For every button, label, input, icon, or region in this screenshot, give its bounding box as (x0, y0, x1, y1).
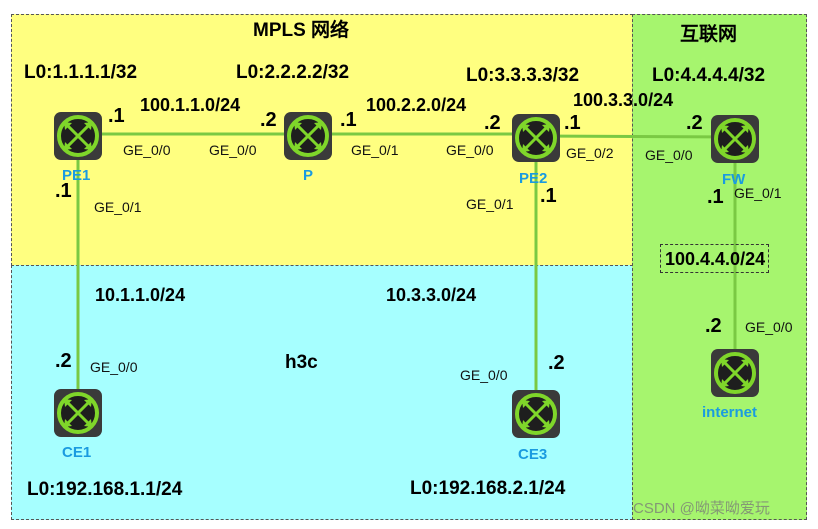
subnet-pe2-fw: 100.3.3.0/24 (573, 90, 674, 110)
fw-loopback: L0:4.4.4.4/32 (652, 65, 766, 86)
internet-zone-label: 互联网 (680, 24, 738, 45)
iface-internet-ge0-0: GE_0/0 (745, 319, 793, 335)
host-pe1-p-a: .1 (108, 105, 125, 127)
host-p-pe2-b: .2 (484, 112, 501, 134)
subnet-pe1-p: 100.1.1.0/24 (140, 95, 241, 115)
router-pe1-icon[interactable] (53, 111, 103, 161)
iface-fw-ge0-0: GE_0/0 (645, 147, 693, 163)
iface-pe2-ge0-2: GE_0/2 (566, 145, 614, 161)
p-name: P (303, 167, 314, 184)
subnet-pe1-ce1: 10.1.1.0/24 (95, 285, 186, 305)
iface-fw-ge0-1: GE_0/1 (734, 185, 782, 201)
customer-zone-label: h3c (285, 352, 318, 373)
ce1-loopback: L0:192.168.1.1/24 (27, 479, 183, 500)
internet-zone (632, 14, 807, 520)
router-p-icon[interactable] (283, 111, 333, 161)
pe1-name: PE1 (62, 167, 91, 184)
pe2-name: PE2 (519, 170, 548, 187)
host-pe1-ce1-a: .1 (55, 180, 72, 202)
iface-pe1-ge0-0: GE_0/0 (123, 142, 171, 158)
host-fw-internet-b: .2 (705, 315, 722, 337)
link-pe2-fw (535, 134, 736, 139)
host-pe2-ce3-b: .2 (548, 352, 565, 374)
ce3-name: CE3 (518, 446, 548, 463)
router-ce1-icon[interactable] (53, 388, 103, 438)
host-fw-internet-a: .1 (707, 186, 724, 208)
subnet-fw-internet: 100.4.4.0/24 (660, 244, 770, 273)
ce1-name: CE1 (62, 444, 92, 461)
pe1-loopback: L0:1.1.1.1/32 (24, 62, 138, 83)
host-pe2-fw-b: .2 (686, 112, 703, 134)
iface-ce1-ge0-0: GE_0/0 (90, 359, 138, 375)
ce3-loopback: L0:192.168.2.1/24 (410, 478, 566, 499)
router-ce3-icon[interactable] (511, 389, 561, 439)
pe2-loopback: L0:3.3.3.3/32 (466, 65, 580, 86)
subnet-p-pe2: 100.2.2.0/24 (366, 95, 467, 115)
iface-pe2-ge0-1: GE_0/1 (466, 196, 514, 212)
iface-ce3-ge0-0: GE_0/0 (460, 367, 508, 383)
host-pe2-fw-a: .1 (564, 112, 581, 134)
internet-name: internet (702, 404, 758, 421)
router-internet-icon[interactable] (710, 348, 760, 398)
subnet-pe2-ce3: 10.3.3.0/24 (386, 285, 477, 305)
iface-pe1-ge0-1: GE_0/1 (94, 199, 142, 215)
fw-name: FW (722, 171, 746, 188)
firewall-fw-icon[interactable] (710, 114, 760, 164)
iface-pe2-ge0-0: GE_0/0 (446, 142, 494, 158)
iface-p-ge0-1: GE_0/1 (351, 142, 399, 158)
iface-p-ge0-0: GE_0/0 (209, 142, 257, 158)
host-pe2-ce3-a: .1 (540, 185, 557, 207)
p-loopback: L0:2.2.2.2/32 (236, 62, 350, 83)
host-pe1-p-b: .2 (260, 109, 277, 131)
mpls-zone-label: MPLS 网络 (253, 20, 350, 41)
watermark: CSDN @呦菜呦爱玩 (633, 500, 770, 517)
router-pe2-icon[interactable] (511, 113, 561, 163)
host-p-pe2-a: .1 (340, 109, 357, 131)
host-pe1-ce1-b: .2 (55, 350, 72, 372)
